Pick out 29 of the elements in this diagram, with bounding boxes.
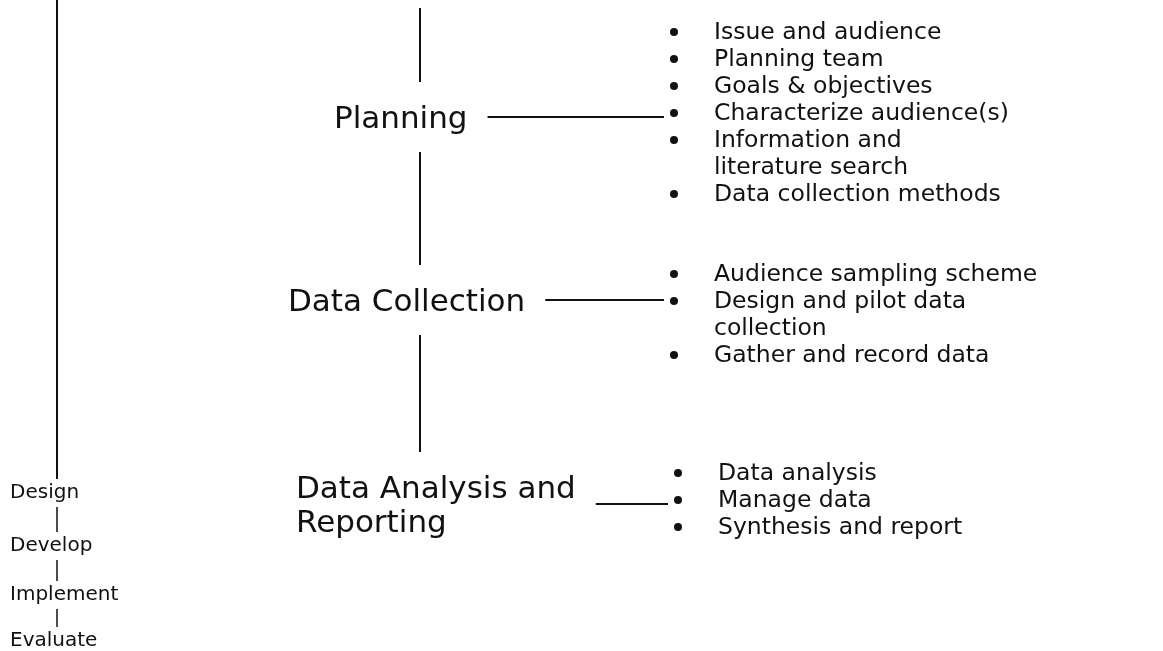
bullet-item: Synthesis and report — [672, 513, 1152, 540]
connector-line — [486, 116, 665, 118]
connector-line — [56, 0, 58, 480]
bullet-item: Manage data — [672, 486, 1152, 513]
connector-line — [56, 608, 58, 628]
bullet-item: Issue and audience — [668, 18, 1148, 45]
bullet-item: Planning team — [668, 45, 1148, 72]
connector-line — [56, 506, 58, 533]
connector-line — [594, 503, 669, 505]
bullet-item: Data collection methods — [668, 180, 1148, 207]
connector-line — [419, 334, 421, 453]
phase-label: Design — [10, 478, 80, 504]
connector-line — [56, 559, 58, 582]
bullet-item: Data analysis — [672, 459, 1152, 486]
phase-label: Implement — [10, 580, 119, 606]
connector-line — [419, 151, 421, 266]
stage-label: Data Collection — [282, 279, 604, 321]
connector-line — [419, 7, 421, 83]
connector-line — [544, 299, 665, 301]
stage-label: Planning — [328, 96, 518, 138]
bullet-item: Audience sampling scheme — [668, 260, 1148, 287]
phase-label: Develop — [10, 531, 93, 557]
bullet-item: Gather and record data — [668, 341, 1148, 368]
bullet-item: Goals & objectives — [668, 72, 1148, 99]
bullet-item: Design and pilot data collection — [668, 287, 1014, 341]
bullet-item: Information and literature search — [668, 126, 1014, 180]
stage-label: Data Analysis and Reporting — [290, 466, 590, 542]
phase-label: Evaluate — [10, 626, 98, 651]
bullet-item: Characterize audience(s) — [668, 99, 1148, 126]
